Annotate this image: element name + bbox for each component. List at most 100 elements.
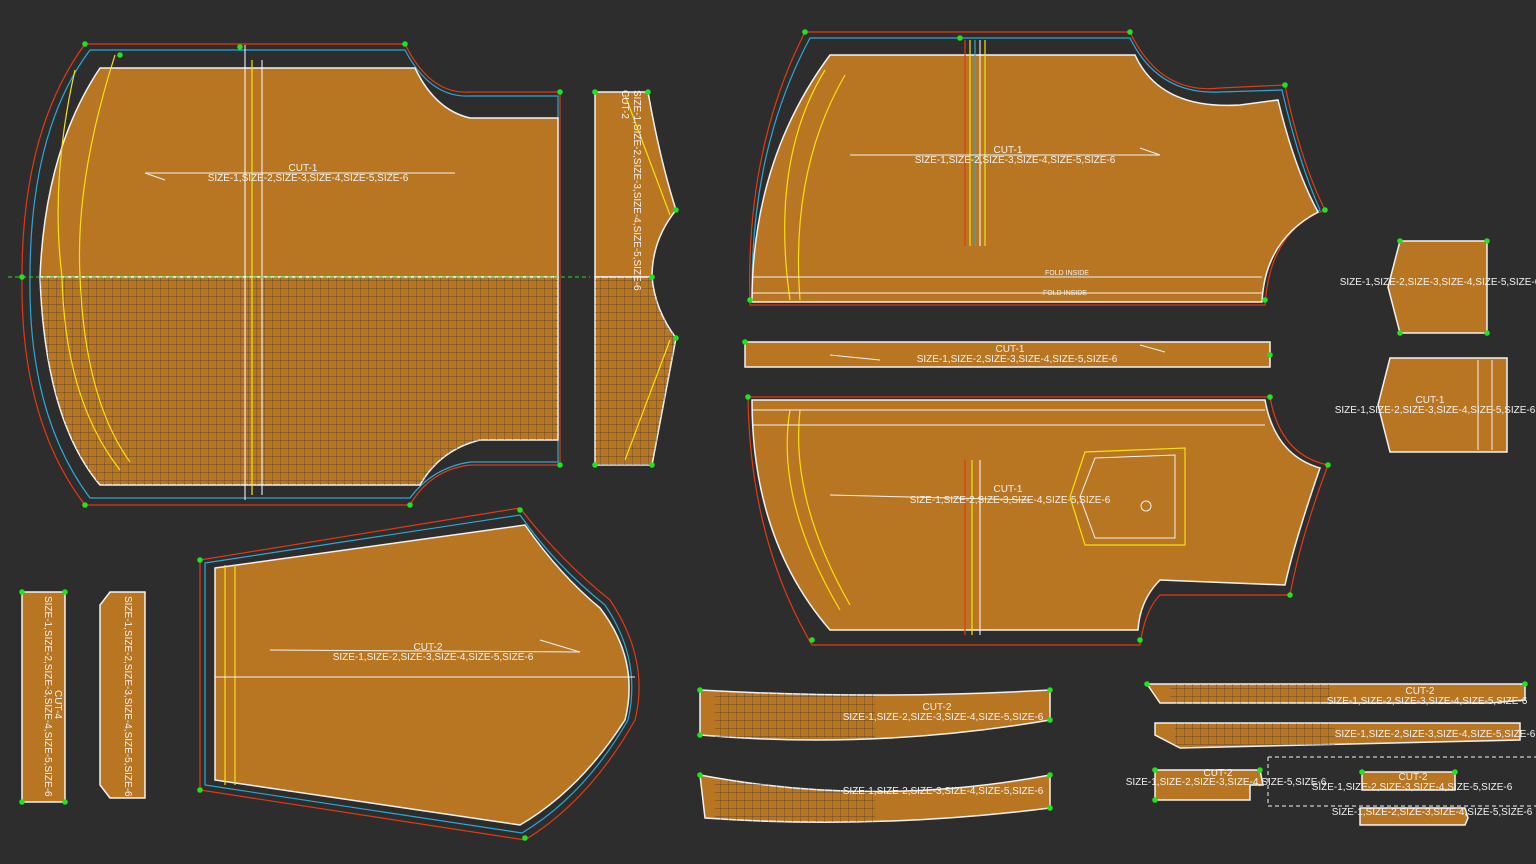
- vertex-point[interactable]: [1484, 238, 1490, 244]
- vertex-point[interactable]: [1267, 352, 1273, 358]
- vertex-point[interactable]: [117, 52, 123, 58]
- piece-size-label: SIZE-1,SIZE-2,SIZE-3,SIZE-4,SIZE-5,SIZE-…: [208, 173, 409, 184]
- pattern-piece-pocket[interactable]: CUT-1 SIZE-1,SIZE-2,SIZE-3,SIZE-4,SIZE-5…: [1335, 357, 1536, 453]
- vertex-point[interactable]: [697, 687, 703, 693]
- vertex-point[interactable]: [747, 297, 753, 303]
- pattern-piece-back[interactable]: CUT-1 SIZE-1,SIZE-2,SIZE-3,SIZE-4,SIZE-5…: [8, 43, 590, 506]
- piece-size-label: SIZE-1,SIZE-2,SIZE-3,SIZE-4,SIZE-5,SIZE-…: [333, 652, 534, 663]
- vertex-point[interactable]: [197, 557, 203, 563]
- vertex-point[interactable]: [197, 787, 203, 793]
- vertex-point[interactable]: [1152, 767, 1158, 773]
- vertex-point[interactable]: [697, 732, 703, 738]
- vertex-point[interactable]: [517, 507, 523, 513]
- pattern-piece-tab-1[interactable]: CUT-2 SIZE-1,SIZE-2,SIZE-3,SIZE-4,SIZE-5…: [1126, 768, 1327, 801]
- vertex-point[interactable]: [1359, 769, 1365, 775]
- vertex-point[interactable]: [592, 89, 598, 95]
- vertex-point[interactable]: [237, 44, 243, 50]
- vertex-point[interactable]: [1397, 330, 1403, 336]
- vertex-point[interactable]: [1047, 687, 1053, 693]
- vertex-point[interactable]: [1047, 805, 1053, 811]
- vertex-point[interactable]: [1452, 769, 1458, 775]
- pattern-piece-front-bottom[interactable]: CUT-1 SIZE-1,SIZE-2,SIZE-3,SIZE-4,SIZE-5…: [747, 396, 1329, 646]
- vertex-point[interactable]: [82, 41, 88, 47]
- vertex-point[interactable]: [62, 799, 68, 805]
- vertex-point[interactable]: [1262, 297, 1268, 303]
- pattern-piece-pocket-flap[interactable]: SIZE-1,SIZE-2,SIZE-3,SIZE-4,SIZE-5,SIZE-…: [1340, 240, 1536, 334]
- pattern-piece-collar-2[interactable]: SIZE-1,SIZE-2,SIZE-3,SIZE-4,SIZE-5,SIZE-…: [1154, 722, 1536, 749]
- piece-cut-label: CUT-4: [52, 690, 63, 719]
- piece-size-label: SIZE-1,SIZE-2,SIZE-3,SIZE-4,SIZE-5,SIZE-…: [1332, 807, 1533, 818]
- vertex-point[interactable]: [1282, 82, 1288, 88]
- vertex-point[interactable]: [809, 637, 815, 643]
- pattern-piece-yoke[interactable]: CUT-2 SIZE-1,SIZE-2,SIZE-3,SIZE-4,SIZE-5…: [594, 90, 677, 466]
- fold-label: FOLD INSIDE: [1043, 290, 1087, 297]
- vertex-point[interactable]: [522, 835, 528, 841]
- vertex-point[interactable]: [745, 394, 751, 400]
- vertex-point[interactable]: [19, 799, 25, 805]
- vertex-point[interactable]: [649, 462, 655, 468]
- vertex-points[interactable]: [19, 29, 1528, 841]
- vertex-point[interactable]: [1484, 330, 1490, 336]
- vertex-point[interactable]: [1267, 394, 1273, 400]
- vertex-point[interactable]: [1287, 592, 1293, 598]
- pattern-piece-collar-1[interactable]: CUT-2 SIZE-1,SIZE-2,SIZE-3,SIZE-4,SIZE-5…: [1145, 683, 1528, 707]
- piece-size-label: SIZE-1,SIZE-2,SIZE-3,SIZE-4,SIZE-5,SIZE-…: [42, 596, 53, 797]
- vertex-point[interactable]: [1322, 207, 1328, 213]
- pattern-piece-sleeve[interactable]: CUT-2 SIZE-1,SIZE-2,SIZE-3,SIZE-4,SIZE-5…: [199, 507, 640, 841]
- piece-cut-label: CUT-1: [994, 145, 1023, 156]
- vertex-point[interactable]: [82, 502, 88, 508]
- piece-size-label: SIZE-1,SIZE-2,SIZE-3,SIZE-4,SIZE-5,SIZE-…: [915, 155, 1116, 166]
- vertex-point[interactable]: [557, 462, 563, 468]
- fold-label: FOLD INSIDE: [1045, 270, 1089, 277]
- pattern-piece-placket[interactable]: CUT-1 SIZE-1,SIZE-2,SIZE-3,SIZE-4,SIZE-5…: [744, 341, 1271, 368]
- vertex-point[interactable]: [1127, 29, 1133, 35]
- vertex-point[interactable]: [407, 502, 413, 508]
- vertex-point[interactable]: [645, 89, 651, 95]
- vertex-point[interactable]: [1152, 797, 1158, 803]
- vertex-point[interactable]: [957, 35, 963, 41]
- piece-cut-label: CUT-1: [994, 484, 1023, 495]
- vertex-point[interactable]: [649, 274, 655, 280]
- vertex-point[interactable]: [697, 772, 703, 778]
- selection-box: [1267, 756, 1536, 807]
- vertex-point[interactable]: [1047, 772, 1053, 778]
- piece-size-label: SIZE-1,SIZE-2,SIZE-3,SIZE-4,SIZE-5,SIZE-…: [1335, 405, 1536, 416]
- vertex-point[interactable]: [1397, 238, 1403, 244]
- vertex-point[interactable]: [1522, 681, 1528, 687]
- pattern-piece-tab-2[interactable]: CUT-2 SIZE-1,SIZE-2,SIZE-3,SIZE-4,SIZE-5…: [1312, 771, 1513, 793]
- piece-size-label: SIZE-1,SIZE-2,SIZE-3,SIZE-4,SIZE-5,SIZE-…: [1312, 782, 1513, 793]
- piece-cut-label: CUT-2: [619, 90, 630, 119]
- piece-size-label: SIZE-1,SIZE-2,SIZE-3,SIZE-4,SIZE-5,SIZE-…: [122, 596, 133, 797]
- vertex-point[interactable]: [1325, 462, 1331, 468]
- piece-size-label: SIZE-1,SIZE-2,SIZE-3,SIZE-4,SIZE-5,SIZE-…: [910, 495, 1111, 506]
- pattern-piece-cuff-2[interactable]: SIZE-1,SIZE-2,SIZE-3,SIZE-4,SIZE-5,SIZE-…: [699, 774, 1051, 823]
- vertex-point[interactable]: [802, 29, 808, 35]
- piece-size-label: SIZE-1,SIZE-2,SIZE-3,SIZE-4,SIZE-5,SIZE-…: [1327, 696, 1528, 707]
- vertex-point[interactable]: [1047, 717, 1053, 723]
- vertex-point[interactable]: [557, 89, 563, 95]
- piece-size-label: SIZE-1,SIZE-2,SIZE-3,SIZE-4,SIZE-5,SIZE-…: [1335, 729, 1536, 740]
- vertex-point[interactable]: [19, 589, 25, 595]
- pattern-piece-strip-2[interactable]: SIZE-1,SIZE-2,SIZE-3,SIZE-4,SIZE-5,SIZE-…: [99, 591, 146, 799]
- vertex-point[interactable]: [19, 274, 25, 280]
- vertex-point[interactable]: [402, 41, 408, 47]
- vertex-point[interactable]: [592, 462, 598, 468]
- vertex-point[interactable]: [62, 589, 68, 595]
- pattern-piece-tab-3[interactable]: SIZE-1,SIZE-2,SIZE-3,SIZE-4,SIZE-5,SIZE-…: [1332, 807, 1533, 826]
- vertex-point[interactable]: [1137, 637, 1143, 643]
- vertex-point[interactable]: [1257, 767, 1263, 773]
- piece-size-label: SIZE-1,SIZE-2,SIZE-3,SIZE-4,SIZE-5,SIZE-…: [631, 90, 642, 291]
- piece-cut-label: CUT-1: [289, 163, 318, 174]
- piece-cut-label: CUT-2: [414, 642, 443, 653]
- pattern-piece-strip-1[interactable]: SIZE-1,SIZE-2,SIZE-3,SIZE-4,SIZE-5,SIZE-…: [21, 591, 66, 803]
- vertex-point[interactable]: [1144, 681, 1150, 687]
- vertex-point[interactable]: [673, 207, 679, 213]
- pattern-piece-front-top[interactable]: CUT-1 SIZE-1,SIZE-2,SIZE-3,SIZE-4,SIZE-5…: [749, 31, 1326, 306]
- vertex-point[interactable]: [742, 339, 748, 345]
- pattern-piece-cuff-1[interactable]: CUT-2 SIZE-1,SIZE-2,SIZE-3,SIZE-4,SIZE-5…: [699, 689, 1051, 741]
- piece-size-label: SIZE-1,SIZE-2,SIZE-3,SIZE-4,SIZE-5,SIZE-…: [1126, 777, 1327, 788]
- vertex-point[interactable]: [673, 335, 679, 341]
- piece-cut-label: CUT-1: [996, 344, 1025, 355]
